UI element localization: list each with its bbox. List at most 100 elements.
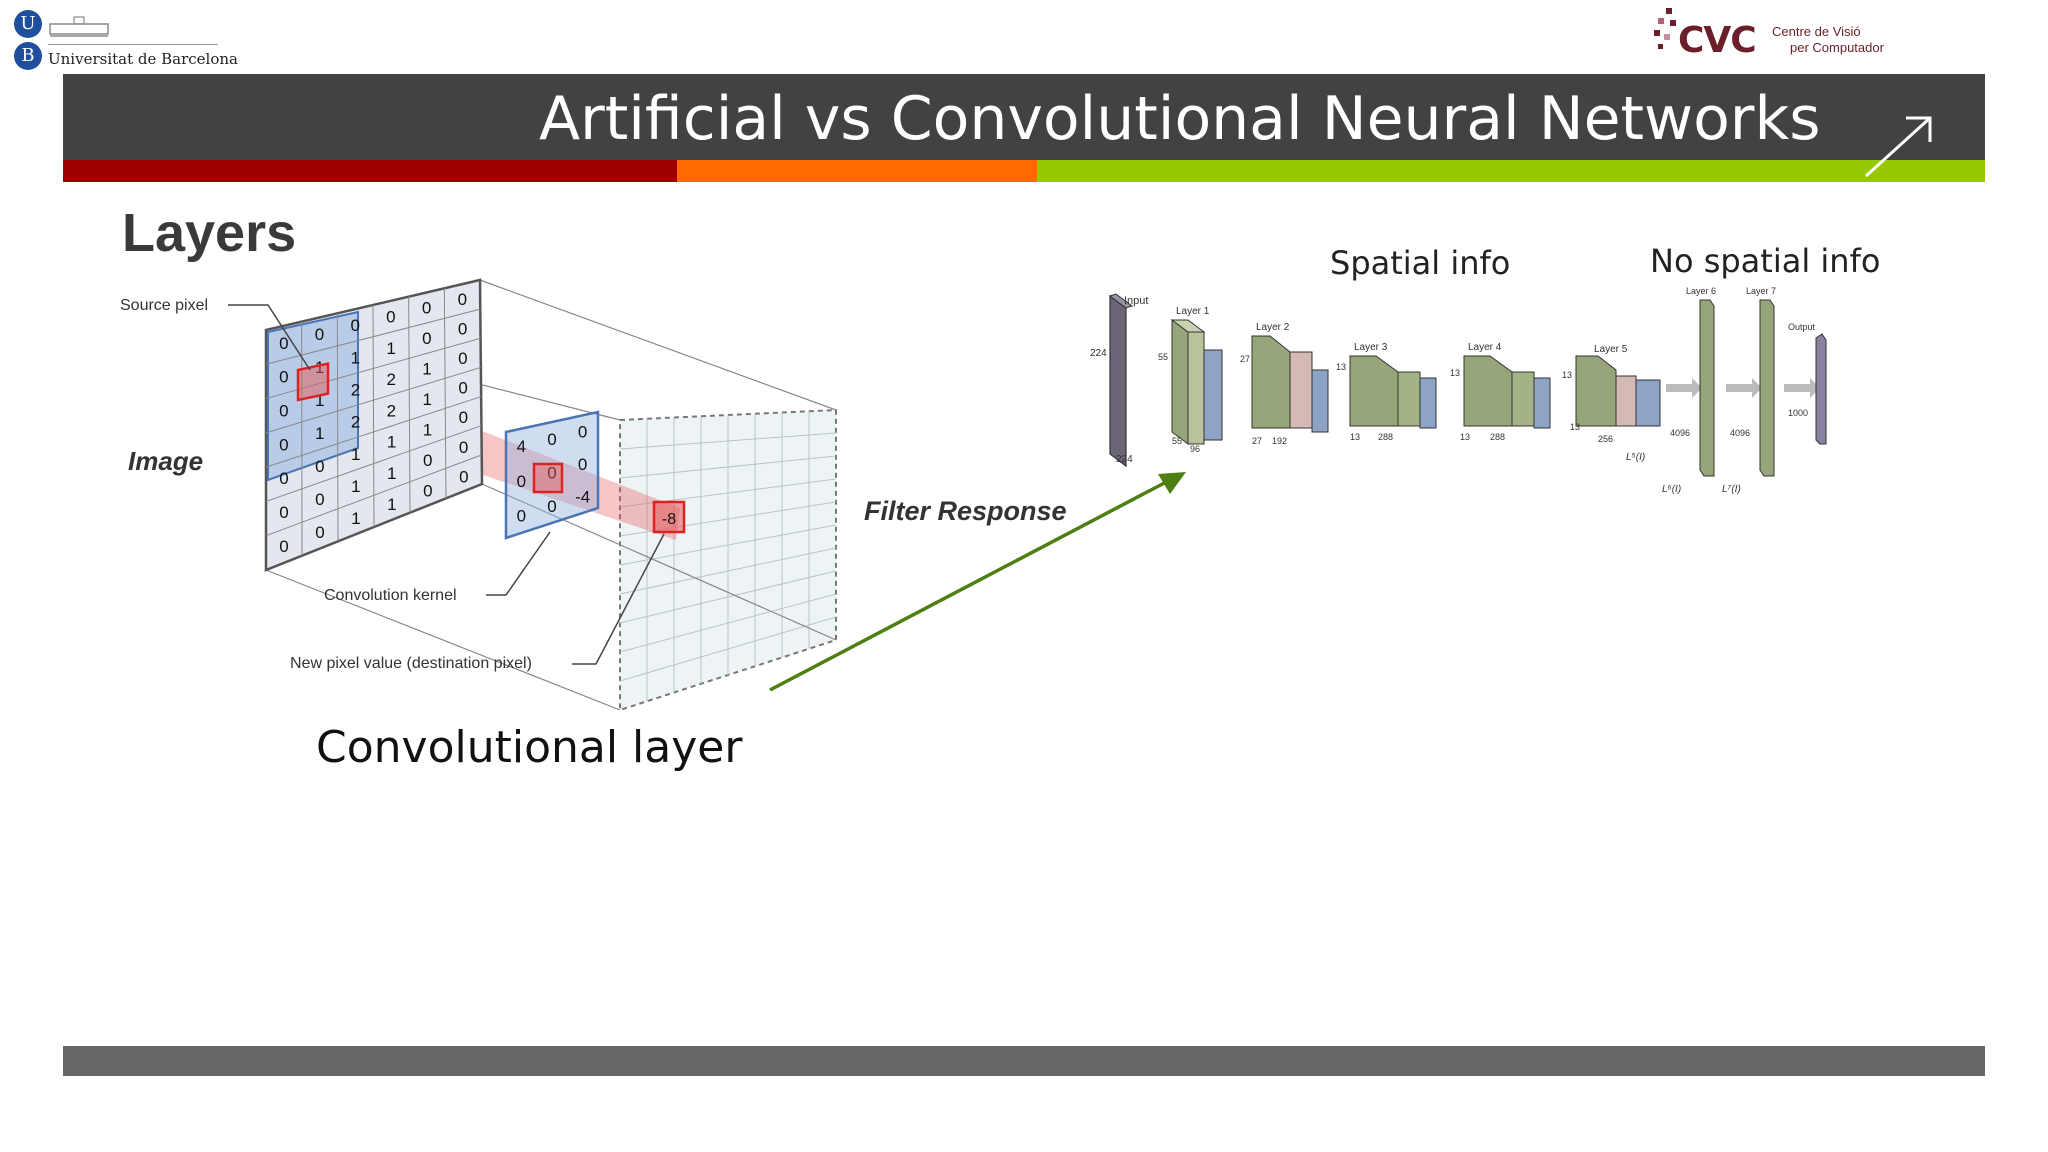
image-grid-cell: 0: [423, 481, 432, 500]
kernel-center-highlight: [532, 462, 564, 494]
layer4-dim-1: 13: [1450, 368, 1460, 378]
image-grid-cell: 0: [315, 523, 324, 542]
destination-grid-line: [619, 455, 837, 479]
kernel-cell: 4: [517, 437, 526, 456]
image-grid-cell: 1: [387, 464, 396, 483]
loss-label-6: L⁶(I): [1662, 484, 1681, 495]
university-name: Universitat de Barcelona: [48, 50, 238, 68]
image-grid-cell: 2: [387, 370, 396, 389]
strip-green: [1037, 160, 1985, 182]
layer2-block: Layer 2 27 27 192: [1240, 322, 1329, 446]
image-grid-line: [265, 396, 482, 468]
image-grid-line: [265, 308, 481, 365]
layer5-dim-2: 13: [1570, 422, 1580, 432]
convolution-diagram: 0000000111000122100122100011100011000011…: [120, 278, 837, 710]
image-grid-cell: 0: [279, 435, 288, 454]
input-label: Input: [1124, 295, 1148, 307]
image-grid-line: [408, 296, 411, 513]
image-grid-cell: 0: [279, 368, 288, 387]
loss-label-5: L⁵(I): [1626, 452, 1645, 463]
image-grid-cell: 1: [387, 433, 396, 452]
layer2-dim-1: 27: [1240, 354, 1250, 364]
image-grid-cell: 2: [351, 381, 360, 400]
image-grid-cell: 0: [315, 325, 324, 344]
input-block: Input 224 224: [1090, 293, 1148, 468]
image-grid-cell: 0: [350, 316, 359, 335]
image-grid-cell: 0: [315, 490, 324, 509]
input-dim-2: 224: [1116, 454, 1133, 465]
image-grid-cell: 0: [458, 290, 467, 309]
cvc-line-1: Centre de Visió: [1772, 24, 1861, 39]
cvc-pixels-icon: [1654, 8, 1676, 49]
image-grid-cell: 0: [422, 329, 431, 348]
image-grid-cell: 0: [279, 503, 288, 522]
destination-grid-line: [619, 616, 837, 682]
image-grid-cell: 1: [422, 360, 431, 379]
ub-letter-b: B: [14, 42, 42, 70]
ub-letter-u: U: [14, 10, 42, 38]
layer3-dim-3: 288: [1378, 432, 1393, 442]
layer3-block: Layer 3 13 13 288: [1336, 342, 1437, 442]
cvc-wordmark: CVC: [1678, 20, 1757, 61]
kernel-cell: 0: [517, 472, 526, 491]
kernel-cell: 0: [578, 455, 587, 474]
layer5-dim-1: 13: [1562, 370, 1572, 380]
ub-divider: [48, 44, 218, 45]
destination-grid-line: [619, 570, 837, 624]
source-pixel-highlight: [296, 362, 330, 402]
image-grid-line: [372, 304, 375, 528]
loss-label-7: L⁷(I): [1722, 484, 1741, 495]
image-label: Image: [128, 446, 203, 476]
ub-building-icon: [49, 16, 109, 37]
destination-pixel: [652, 500, 686, 534]
image-grid-cell: 1: [423, 390, 432, 409]
input-dim-1: 224: [1090, 348, 1107, 359]
output-block: Output 1000: [1788, 322, 1827, 445]
kernel-panel: [504, 410, 600, 540]
spatial-info-label: Spatial info: [1330, 244, 1511, 282]
layer6-block: Layer 6 4096 L⁶(I): [1662, 286, 1716, 495]
destination-grid-line: [619, 593, 837, 653]
layer7-label: Layer 7: [1746, 286, 1776, 296]
layer4-label: Layer 4: [1468, 342, 1502, 353]
layer2-label: Layer 2: [1256, 322, 1290, 333]
output-label: Output: [1788, 322, 1816, 332]
layer1-dim-2: 55: [1172, 436, 1182, 446]
image-grid-cell: 0: [422, 299, 431, 318]
pointer-arrow-icon: [769, 472, 1186, 692]
source-pixel-label: Source pixel: [120, 297, 208, 314]
filter-response-label: Filter Response: [864, 496, 1067, 526]
layer7-dim: 4096: [1730, 428, 1750, 438]
layer2-dim-3: 192: [1272, 436, 1287, 446]
image-grid-cell: 2: [387, 401, 396, 420]
image-grid-cell: 0: [279, 401, 288, 420]
image-grid-cell: 0: [458, 349, 467, 368]
layer1-dim-3: 96: [1190, 444, 1200, 454]
image-grid-cell: 1: [387, 495, 396, 514]
layer7-block: Layer 7 4096 L⁷(I): [1722, 286, 1776, 495]
layer4-dim-2: 13: [1460, 432, 1470, 442]
image-grid-cell: 1: [423, 420, 432, 439]
image-grid-cell: 1: [351, 445, 360, 464]
no-spatial-info-label: No spatial info: [1650, 242, 1881, 280]
layer1-label: Layer 1: [1176, 306, 1210, 317]
color-strip: [63, 160, 1985, 182]
destination-value: -8: [662, 511, 676, 528]
corner-arrow-icon: [1864, 116, 1932, 178]
kernel-label: Convolution kernel: [324, 587, 457, 604]
image-grid-cell: 0: [459, 408, 468, 427]
new-pixel-label: New pixel value (destination pixel): [290, 655, 532, 672]
section-title: Layers: [122, 203, 297, 263]
image-grid-cell: 0: [458, 379, 467, 398]
kernel-cell: 0: [547, 497, 556, 516]
kernel-cell: 0: [547, 464, 556, 483]
caption: Convolutional layer: [316, 722, 743, 773]
destination-grid-line: [619, 547, 837, 595]
image-grid-cell: 0: [459, 467, 468, 486]
cvc-line-2: per Computador: [1790, 40, 1884, 55]
layer1-dim-1: 55: [1158, 352, 1168, 362]
layer5-label: Layer 5: [1594, 344, 1628, 355]
layer5-block: Layer 5 13 13 256 L⁵(I): [1562, 344, 1661, 463]
image-grid-cell: 0: [458, 320, 467, 339]
kernel-cell: 0: [517, 507, 526, 526]
